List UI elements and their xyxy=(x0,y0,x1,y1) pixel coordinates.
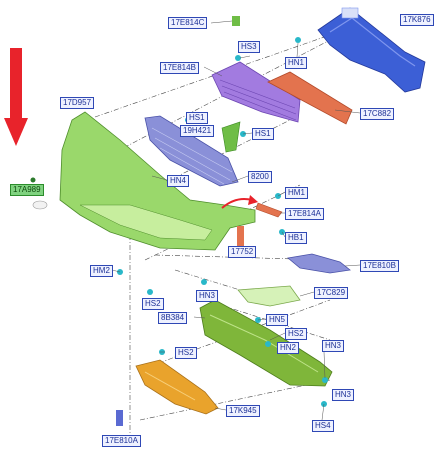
highlight-arrow xyxy=(4,48,28,146)
clip-17e814c xyxy=(232,16,240,26)
label-8b384: 8B384 xyxy=(158,312,188,324)
beam-mount-plate xyxy=(341,7,359,19)
label-17e814b: 17E814B xyxy=(160,62,199,74)
label-hs2-lower: HS2 xyxy=(175,347,197,359)
skid-highlight xyxy=(144,371,196,401)
bracket-19h421[interactable] xyxy=(221,121,241,153)
label-hn1: HN1 xyxy=(285,57,308,69)
label-hs2-left: HS2 xyxy=(142,298,164,310)
label-17c829: 17C829 xyxy=(314,287,349,299)
label-17e814c: 17E814C xyxy=(168,17,208,29)
curved-arrowhead xyxy=(248,195,258,205)
lower-grille-pattern xyxy=(151,127,233,185)
label-17d957: 17D957 xyxy=(60,97,95,109)
label-19h421: 19H421 xyxy=(180,125,215,137)
fog-lamp-bezel xyxy=(32,200,48,210)
label-connectors xyxy=(111,20,361,421)
label-hn3-right: HN3 xyxy=(322,340,345,352)
label-hn3-upper: HN3 xyxy=(196,290,219,302)
lower-trim-17c829[interactable] xyxy=(237,285,301,307)
label-17k876: 17K876 xyxy=(400,14,434,26)
label-hb1: HB1 xyxy=(285,232,307,244)
label-hs3: HS3 xyxy=(238,41,260,53)
label-17e814a: 17E814A xyxy=(285,208,324,220)
skid-plate-17k945[interactable] xyxy=(135,359,219,415)
label-hn3-lower: HN3 xyxy=(332,389,355,401)
bumper-cover-lower-highlight xyxy=(79,204,213,241)
label-hs1-upper: HS1 xyxy=(186,112,208,124)
label-8200: 8200 xyxy=(248,171,272,183)
label-hm1: HM1 xyxy=(285,187,308,199)
beam-highlight xyxy=(329,17,416,67)
label-hs2-right: HS2 xyxy=(285,328,307,340)
spoiler-highlight xyxy=(209,314,319,373)
upper-grille-slats xyxy=(219,79,297,121)
lower-grille-mesh[interactable] xyxy=(144,115,239,187)
label-hn5: HN5 xyxy=(266,314,289,326)
grille-bracket-17c882[interactable] xyxy=(267,71,353,125)
sensor-17a989 xyxy=(30,177,36,183)
label-17a989: 17A989 xyxy=(10,184,44,196)
clip-17e814a[interactable] xyxy=(255,202,283,218)
label-hn2: HN2 xyxy=(277,342,300,354)
label-17k945: 17K945 xyxy=(226,405,260,417)
label-17e810b: 17E810B xyxy=(360,260,399,272)
clip-17752[interactable] xyxy=(237,226,244,248)
label-hm2: HM2 xyxy=(90,265,113,277)
label-17c882: 17C882 xyxy=(360,108,395,120)
label-17752: 17752 xyxy=(228,246,257,258)
label-17e810a: 17E810A xyxy=(102,435,141,447)
side-bracket-17e810b[interactable] xyxy=(287,253,351,274)
label-hn4: HN4 xyxy=(167,175,190,187)
label-hs1-lower: HS1 xyxy=(252,128,274,140)
bumper-reinforcement-beam[interactable] xyxy=(317,7,426,93)
bracket-17e810a xyxy=(116,410,123,426)
label-hs4: HS4 xyxy=(312,420,334,432)
